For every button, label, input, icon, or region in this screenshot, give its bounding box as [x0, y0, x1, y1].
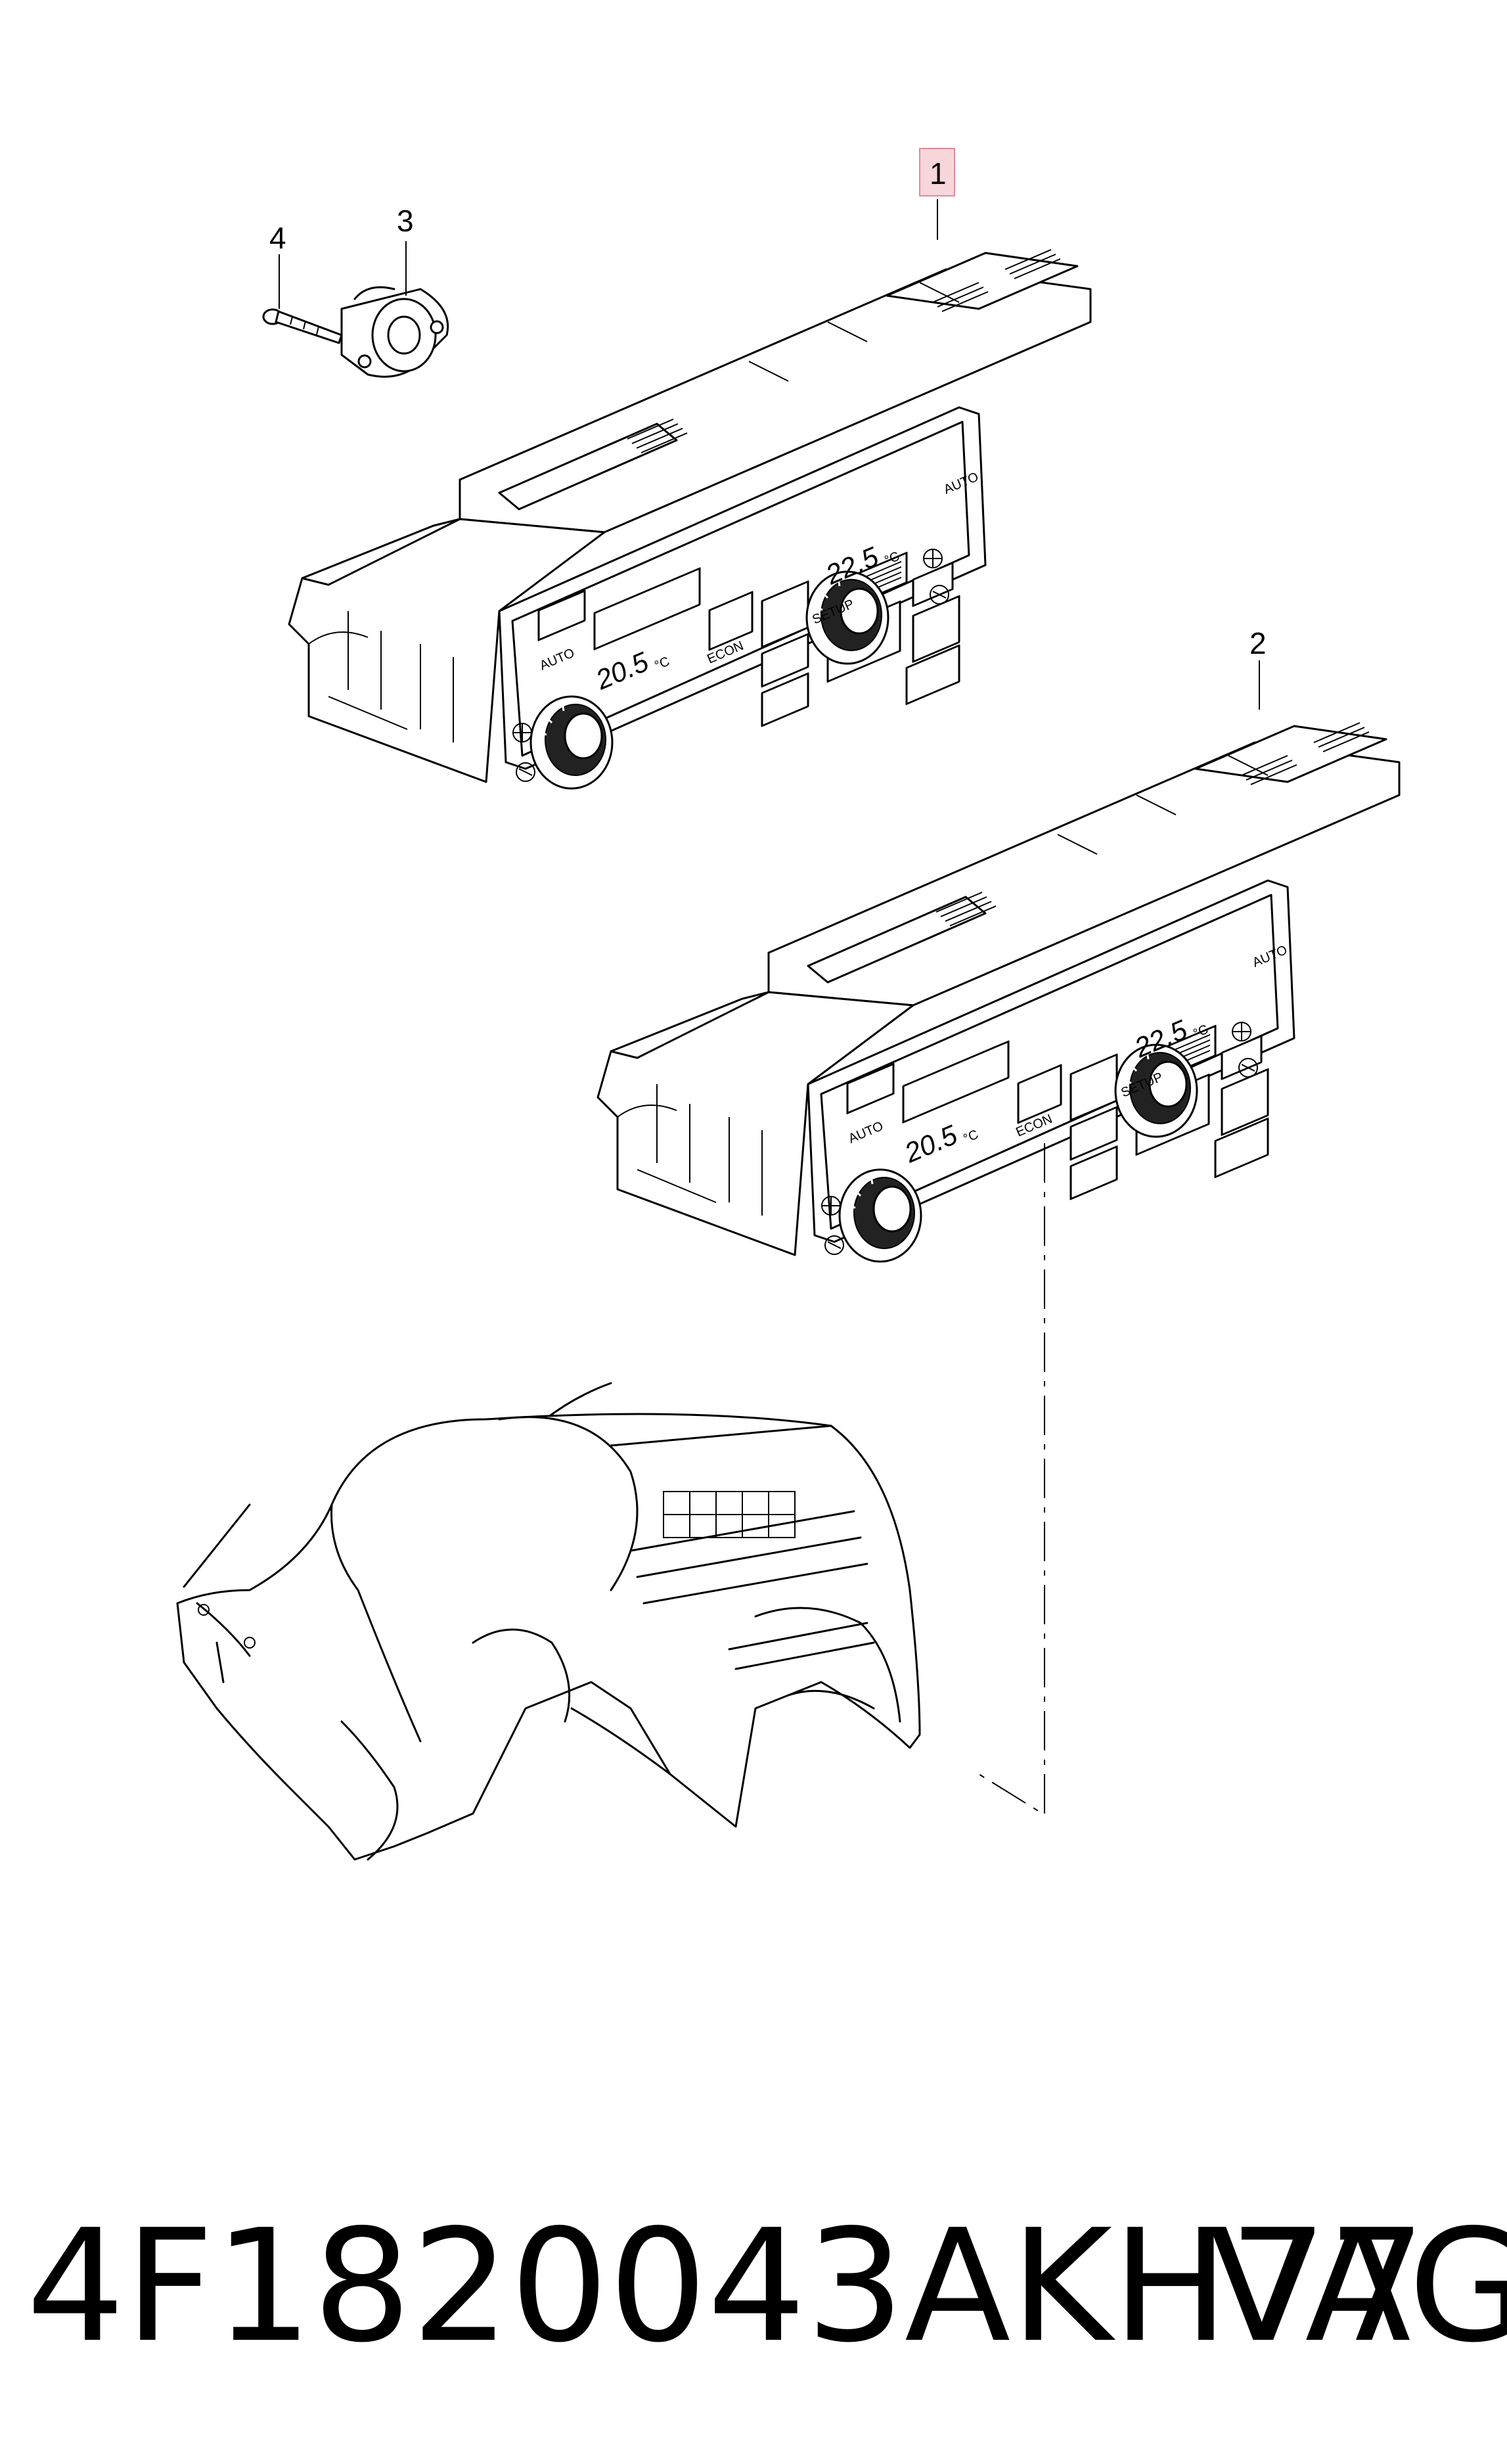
callout-2: 2: [1249, 626, 1267, 660]
callout-1-highlight: [919, 148, 955, 196]
climate-control-unit-1: 20.5 °C 22.5 °C AUTO AUTO ECON SETUP: [288, 248, 1092, 790]
part-number: 4F1820043AKH77: [26, 2196, 1426, 2377]
climate-control-unit-2: 20.5 °C 22.5 °C AUTO AUTO ECON SETUP: [596, 721, 1401, 1263]
callout-4: 4: [269, 221, 286, 255]
brand-label: VAG: [1209, 2196, 1507, 2377]
callout-3: 3: [397, 204, 414, 238]
dashboard-console: [176, 1382, 921, 1861]
part-4-screw: [262, 308, 343, 344]
leader-dashdot: [978, 1143, 1045, 1816]
callout-1: 1: [930, 156, 947, 191]
part-3-motor: [340, 286, 449, 378]
